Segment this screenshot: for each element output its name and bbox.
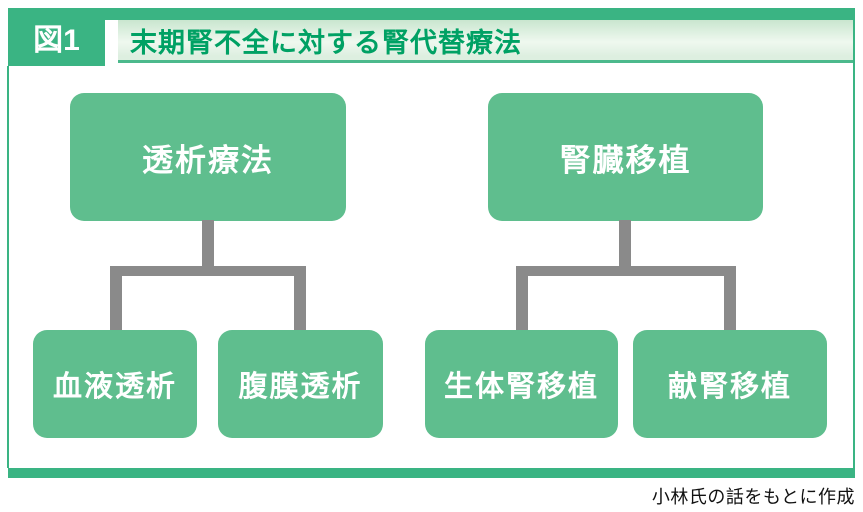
frame-bottom-bar <box>8 468 855 478</box>
node-living-donor-kidney-transplant: 生体腎移植 <box>425 330 618 438</box>
connector-transplant-drop-right <box>724 276 736 330</box>
frame-right-border <box>853 8 855 468</box>
frame-left-border <box>7 66 9 468</box>
node-kidney-transplant-root: 腎臓移植 <box>488 93 763 221</box>
connector-dialysis-drop-left <box>110 276 122 330</box>
node-deceased-donor-kidney-transplant: 献腎移植 <box>633 330 827 438</box>
connector-transplant-stem <box>619 220 631 266</box>
connector-dialysis-crossbar <box>110 266 306 276</box>
figure-title-band: 末期腎不全に対する腎代替療法 <box>118 20 855 63</box>
source-caption: 小林氏の話をもとに作成 <box>651 487 855 507</box>
node-dialysis-therapy-root: 透析療法 <box>70 93 346 221</box>
figure-number-label: 図1 <box>33 24 80 57</box>
figure-title: 末期腎不全に対する腎代替療法 <box>130 27 522 58</box>
node-hemodialysis: 血液透析 <box>33 330 197 438</box>
connector-transplant-crossbar <box>516 266 736 276</box>
figure-number-badge: 図1 <box>8 8 105 66</box>
node-peritoneal-dialysis: 腹膜透析 <box>218 330 383 438</box>
connector-dialysis-stem <box>202 220 214 266</box>
connector-transplant-drop-left <box>516 276 528 330</box>
frame-top-bar <box>8 8 855 20</box>
connector-dialysis-drop-right <box>294 276 306 330</box>
